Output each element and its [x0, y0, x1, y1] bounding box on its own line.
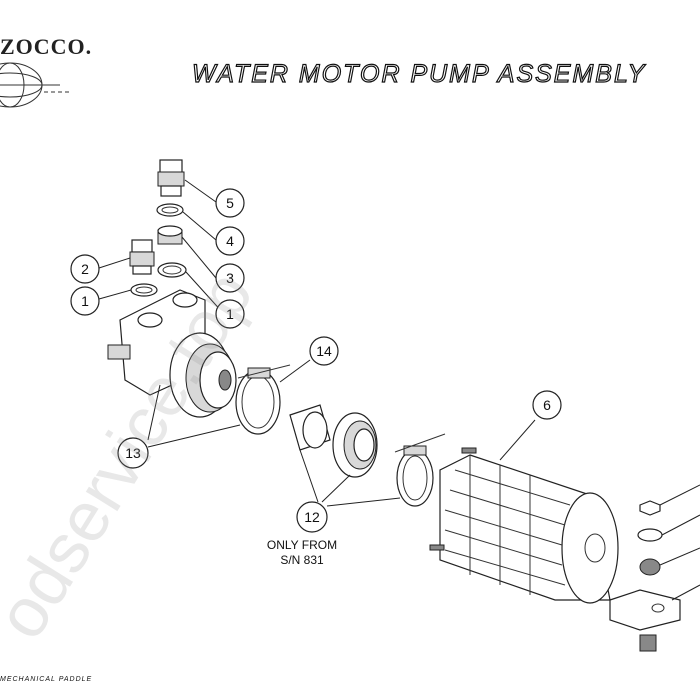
callout-5: 5 — [215, 188, 245, 218]
page-title: WATER MOTOR PUMP ASSEMBLY — [191, 59, 647, 88]
leader-lines — [98, 179, 700, 601]
callout-6: 6 — [532, 390, 562, 420]
clamp-part-12-b — [394, 433, 446, 507]
svg-text:1: 1 — [226, 306, 234, 322]
callout-3: 3 — [215, 263, 245, 293]
svg-text:12: 12 — [304, 509, 320, 525]
seal-ring-part-4 — [156, 203, 184, 217]
svg-text:3: 3 — [226, 270, 234, 286]
callout-4: 4 — [215, 226, 245, 256]
motor-part-6 — [429, 447, 619, 604]
fitting-part-5 — [157, 159, 185, 197]
svg-text:5: 5 — [226, 195, 234, 211]
adapter-part-3 — [157, 225, 183, 245]
logo-globe-icon — [0, 62, 70, 108]
serial-note-line1: ONLY FROM — [266, 538, 338, 552]
svg-text:4: 4 — [226, 233, 234, 249]
svg-text:6: 6 — [543, 397, 551, 413]
serial-note-line2: S/N 831 — [280, 553, 324, 567]
svg-text:2: 2 — [81, 261, 89, 277]
mounting-hardware — [609, 500, 681, 652]
clamp-part-14 — [235, 364, 291, 435]
callout-1-right: 1 — [215, 299, 245, 329]
svg-text:14: 14 — [316, 343, 332, 359]
o-ring-part-1-left — [130, 283, 158, 297]
brand-logo: ZOCCO. — [0, 34, 93, 59]
serial-note: ONLY FROM S/N 831 — [252, 538, 352, 568]
coupling-part-12 — [289, 404, 378, 478]
svg-text:1: 1 — [81, 293, 89, 309]
o-ring-part-1-right — [157, 262, 187, 278]
callout-1-left: 1 — [70, 286, 100, 316]
footer-caption: MECHANICAL PADDLE — [0, 676, 93, 683]
fitting-part-2 — [129, 239, 155, 275]
svg-text:13: 13 — [125, 445, 141, 461]
pump-head-part-13 — [107, 289, 237, 418]
callout-2: 2 — [70, 254, 100, 284]
callout-13: 13 — [117, 437, 149, 469]
callout-12: 12 — [296, 501, 328, 533]
callout-14: 14 — [309, 336, 339, 366]
